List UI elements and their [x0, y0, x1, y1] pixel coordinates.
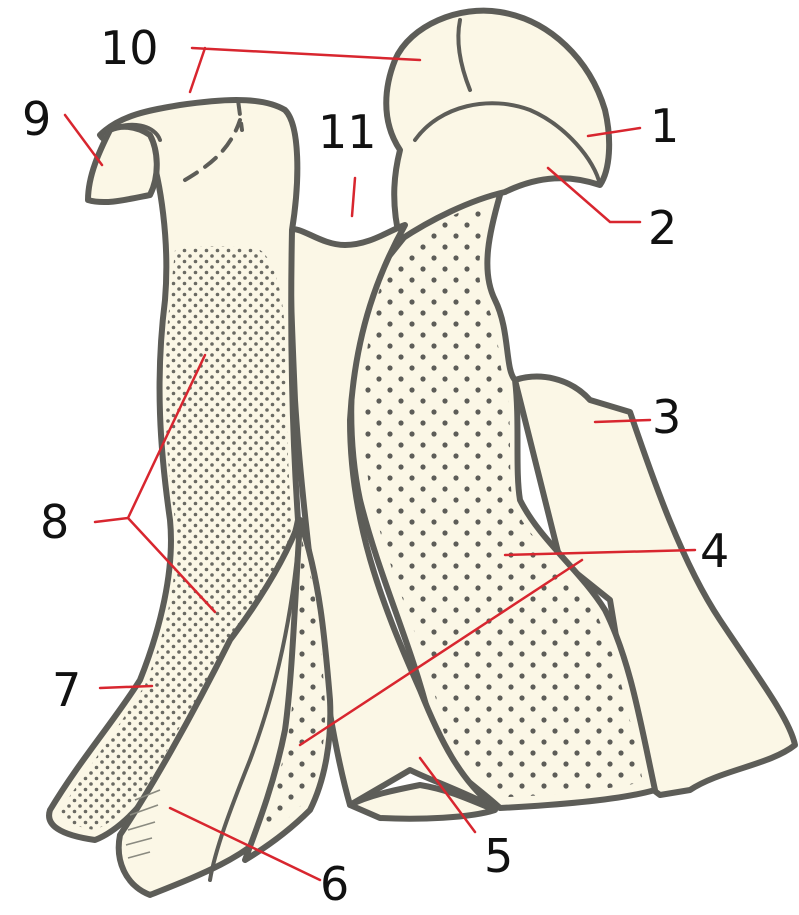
tip-nine	[88, 127, 157, 202]
label-2: 2	[648, 201, 677, 255]
label-7: 7	[52, 663, 81, 717]
leader-11	[352, 178, 355, 216]
label-10: 10	[100, 21, 159, 75]
label-8: 8	[40, 495, 69, 549]
label-6: 6	[320, 857, 349, 911]
label-9: 9	[22, 92, 51, 146]
label-3: 3	[652, 390, 681, 444]
label-11: 11	[318, 105, 377, 159]
label-5: 5	[484, 829, 513, 883]
label-4: 4	[700, 524, 729, 578]
label-1: 1	[650, 99, 679, 153]
leader-9	[65, 115, 102, 165]
